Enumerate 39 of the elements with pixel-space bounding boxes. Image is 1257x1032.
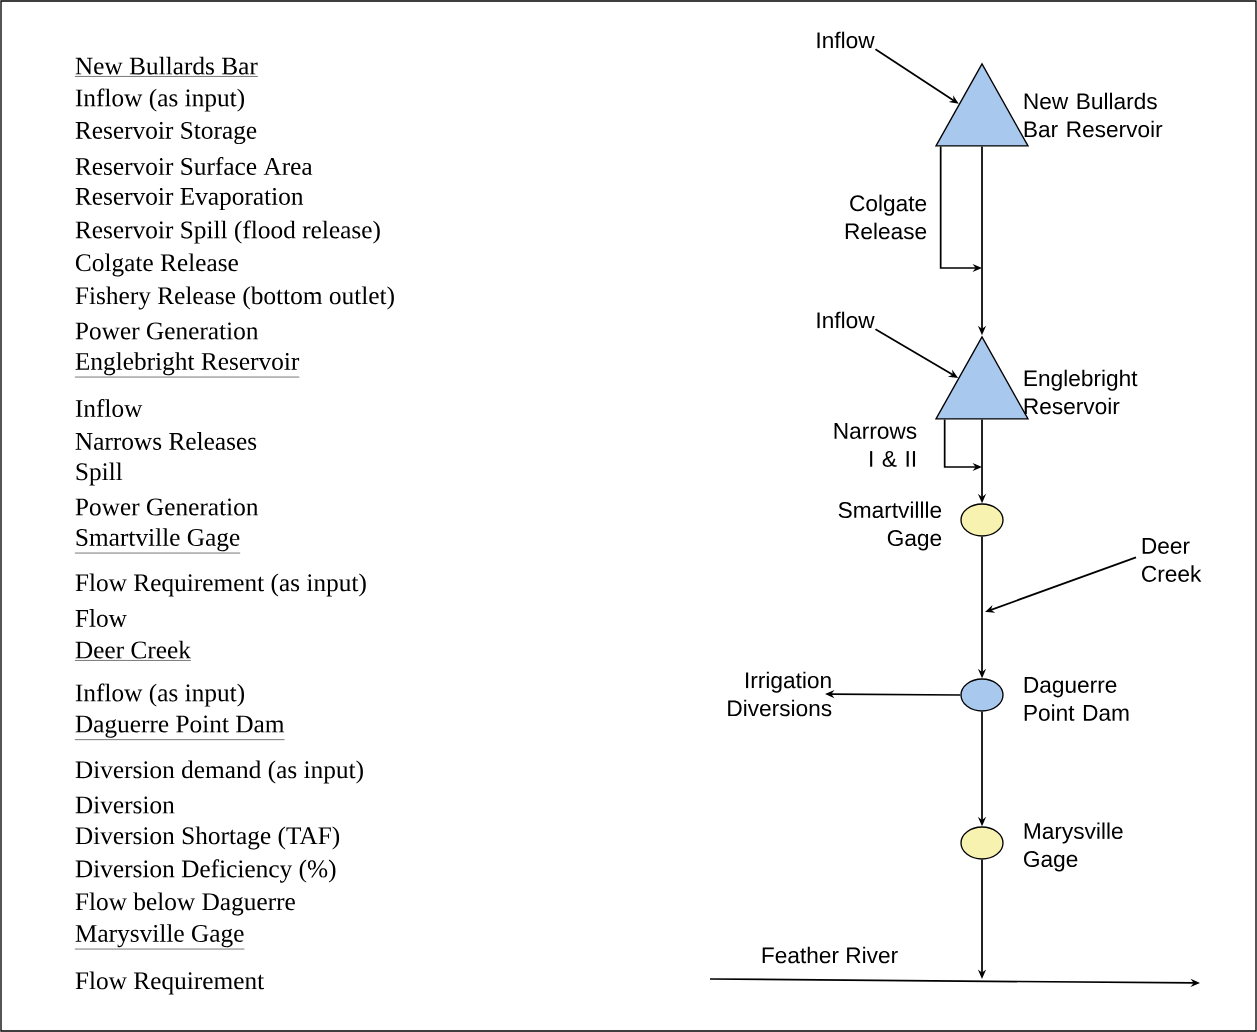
list-item: Flow	[75, 609, 127, 627]
list-item: Reservoir Storage	[75, 121, 257, 145]
node-label: Smartvillle Gage	[838, 501, 942, 551]
flow-label: Deer Creek	[1142, 538, 1202, 582]
node-label: Daguerre Point Dam	[1024, 677, 1129, 721]
edge-label: Narrows I & II	[834, 423, 917, 467]
node-label: New Bullards Bar Reservoir	[1024, 92, 1163, 138]
list-item: Diversion Deficiency (%)	[75, 859, 336, 883]
list-item: Diversion	[75, 796, 175, 814]
flow-label: Irrigation Diversions	[728, 671, 832, 717]
section-heading: New Bullards Bar	[74, 56, 259, 77]
list-item: Flow Requirement	[75, 971, 264, 995]
section-heading: Daguerre Point Dam	[74, 715, 285, 740]
inflow-label: Inflow	[817, 31, 875, 49]
list-item: Diversion Shortage (TAF)	[75, 826, 340, 850]
section-heading: Deer Creek	[74, 640, 192, 661]
section-heading: Englebright Reservoir	[74, 352, 300, 378]
inflow-label: Inflow	[817, 311, 875, 329]
list-item: Inflow	[75, 398, 143, 418]
list-item: Reservoir Surface Area	[75, 156, 313, 176]
node-label: Englebright Reservoir	[1024, 369, 1138, 415]
list-item: Flow Requirement (as input)	[75, 573, 366, 597]
list-item: Colgate Release	[75, 253, 238, 277]
list-item: Flow below Daguerre	[75, 892, 295, 916]
river-label: Feather River	[762, 946, 898, 964]
list-item: Fishery Release (bottom outlet)	[75, 286, 394, 310]
list-item: Spill	[76, 462, 123, 486]
list-item: Reservoir Evaporation	[75, 187, 304, 211]
node-label: Marysville Gage	[1024, 822, 1123, 872]
section-heading: Smartville Gage	[74, 528, 241, 554]
section-heading: Marysville Gage	[74, 924, 245, 950]
list-item: Inflow (as input)	[75, 88, 244, 112]
list-item: Reservoir Spill (flood release)	[75, 220, 380, 244]
list-item: Diversion demand (as input)	[75, 760, 363, 784]
list-item: Power Generation	[75, 498, 259, 516]
edge-label: Colgate Release	[845, 194, 927, 240]
list-item: Power Generation	[75, 322, 259, 340]
list-item: Inflow (as input)	[75, 683, 244, 707]
list-item: Narrows Releases	[75, 432, 257, 450]
